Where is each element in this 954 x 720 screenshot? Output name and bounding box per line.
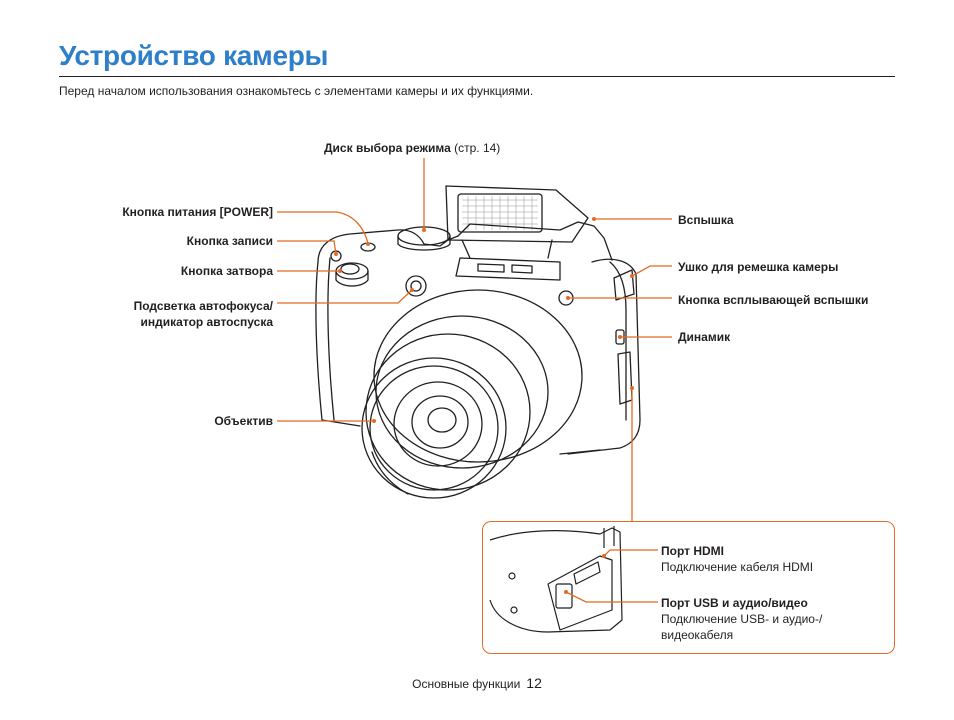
- label-power-button: Кнопка питания [POWER]: [122, 205, 273, 219]
- footer-section: Основные функции: [412, 677, 521, 691]
- title-divider: [59, 76, 895, 77]
- label-af-lamp-line2: индикатор автоспуска: [140, 315, 273, 329]
- label-hdmi-port: Порт HDMI: [661, 544, 724, 558]
- page-number: 12: [526, 675, 542, 691]
- label-mode-dial: Диск выбора режима (стр. 14): [324, 140, 500, 156]
- label-lens: Объектив: [214, 414, 273, 428]
- label-speaker: Динамик: [678, 330, 731, 344]
- label-flash-popup-button: Кнопка всплывающей вспышки: [678, 293, 869, 307]
- label-strap-eyelet: Ушко для ремешка камеры: [678, 260, 839, 274]
- page-footer: Основные функции 12: [0, 675, 954, 691]
- label-mode-dial-page: (стр. 14): [450, 141, 501, 155]
- page-title: Устройство камеры: [59, 40, 329, 71]
- label-shutter-button: Кнопка затвора: [180, 264, 273, 278]
- label-hdmi-desc: Подключение кабеля HDMI: [661, 560, 814, 574]
- label-usb-desc-line2: видеокабеля: [661, 628, 734, 642]
- label-flash: Вспышка: [678, 213, 734, 227]
- label-usb-desc-line1: Подключение USB- и аудио-/: [661, 612, 823, 626]
- label-record-button: Кнопка записи: [186, 234, 273, 248]
- label-mode-dial-title: Диск выбора режима: [324, 141, 451, 155]
- label-usb-port: Порт USB и аудио/видео: [661, 596, 808, 610]
- intro-text: Перед началом использования ознакомьтесь…: [59, 84, 534, 98]
- label-af-lamp-line1: Подсветка автофокуса/: [133, 299, 273, 313]
- ports-inset: [482, 521, 895, 654]
